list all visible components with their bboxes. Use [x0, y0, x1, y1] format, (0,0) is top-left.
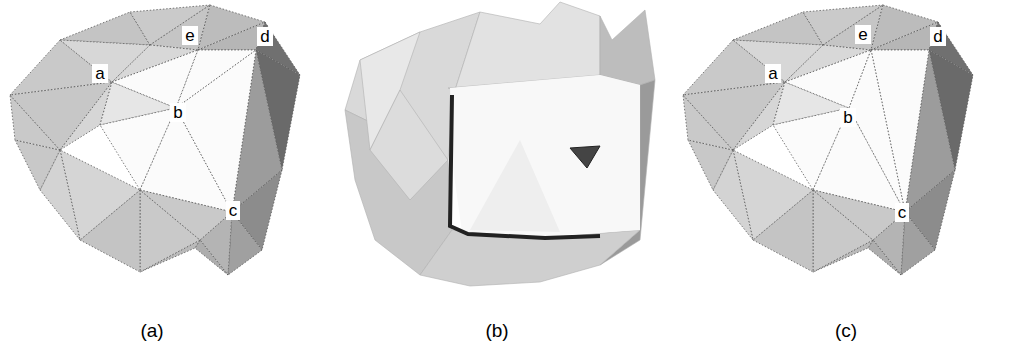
- mesh-facet: [198, 5, 265, 50]
- mesh-b: [345, 2, 655, 286]
- mesh-facet: [176, 50, 256, 212]
- mesh-facet: [600, 10, 655, 85]
- mesh-facet: [198, 22, 265, 50]
- panel-caption: (c): [835, 321, 857, 340]
- mesh-facet: [370, 90, 448, 200]
- vertex-label: e: [855, 25, 870, 44]
- mesh-facet: [228, 212, 262, 275]
- vertex-label: d: [257, 27, 272, 46]
- vertex-label: b: [170, 103, 185, 122]
- vertex-label: c: [226, 201, 241, 220]
- mesh-facet: [140, 190, 232, 240]
- vertex-label: a: [765, 64, 780, 83]
- mesh-a: [10, 5, 300, 275]
- vertex-label: a: [92, 64, 107, 83]
- vertex-label: d: [930, 27, 945, 46]
- mesh-facet: [470, 140, 560, 232]
- mesh-facet: [868, 240, 901, 275]
- mesh-facet: [448, 2, 600, 90]
- vertex-label: e: [182, 26, 197, 45]
- panel-caption: (a): [140, 321, 163, 340]
- mesh-c: [683, 5, 973, 275]
- panel-caption: (b): [485, 321, 508, 340]
- vertex-label: c: [895, 203, 910, 222]
- mesh-facet: [849, 50, 905, 212]
- face-edge: [450, 95, 600, 238]
- mesh-facet: [871, 22, 938, 50]
- mesh-facet: [683, 82, 785, 150]
- vertex-label: b: [840, 108, 855, 127]
- mesh-facet: [813, 190, 905, 240]
- mesh-hole: [570, 146, 600, 168]
- mesh-facet: [10, 82, 112, 150]
- flat-face: [450, 75, 640, 236]
- mesh-facet: [871, 5, 938, 50]
- mesh-facet: [195, 240, 228, 275]
